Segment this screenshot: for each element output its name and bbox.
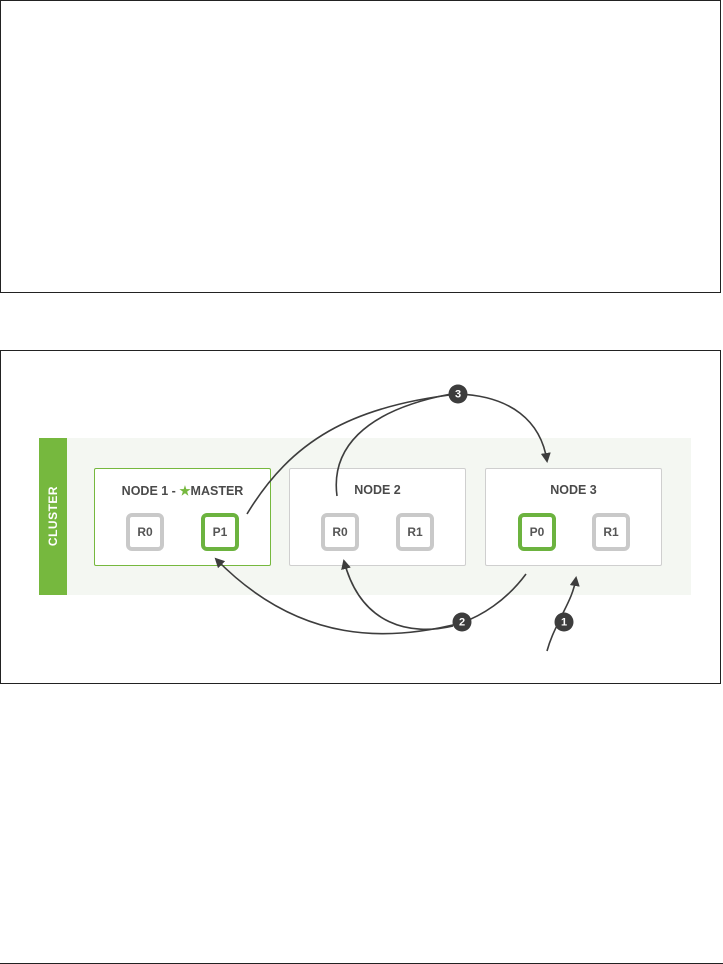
arrow-step-2-to-node-2 [341,559,454,631]
request-flow-arrows [214,393,580,652]
shard-r1: R1 [396,513,434,551]
shard-r0: R0 [126,513,164,551]
cluster-diagram-frame: CLUSTER NODE 1 - ★MASTER R0 P1 NODE 2 R0… [0,350,721,684]
node-1-title-prefix: NODE 1 - [121,484,180,498]
arrow-step-1 [546,576,580,652]
step-2-badge: 2 [452,612,472,632]
step-3-badge: 3 [448,384,468,404]
shard-r0: R0 [321,513,359,551]
shard-p1: P1 [201,513,239,551]
shard-p0: P0 [518,513,556,551]
arrow-step-3-from-node-1 [246,393,551,515]
node-1-title-suffix: MASTER [190,484,244,498]
step-1-badge: 1 [554,612,574,632]
shard-r1: R1 [592,513,630,551]
arrow-step-2-to-node-1 [214,557,527,635]
node-2: NODE 2 R0 R1 [289,468,466,566]
star-icon: ★ [179,484,191,498]
node-2-title: NODE 2 [354,483,401,497]
node-1: NODE 1 - ★MASTER R0 P1 [94,468,271,566]
cluster-bar [39,438,67,595]
node-3: NODE 3 P0 R1 [485,468,662,566]
node-1-title: NODE 1 - ★MASTER [95,483,270,498]
top-frame [0,0,721,293]
arrow-step-3-from-node-2 [335,393,452,497]
node-3-title: NODE 3 [550,483,597,497]
